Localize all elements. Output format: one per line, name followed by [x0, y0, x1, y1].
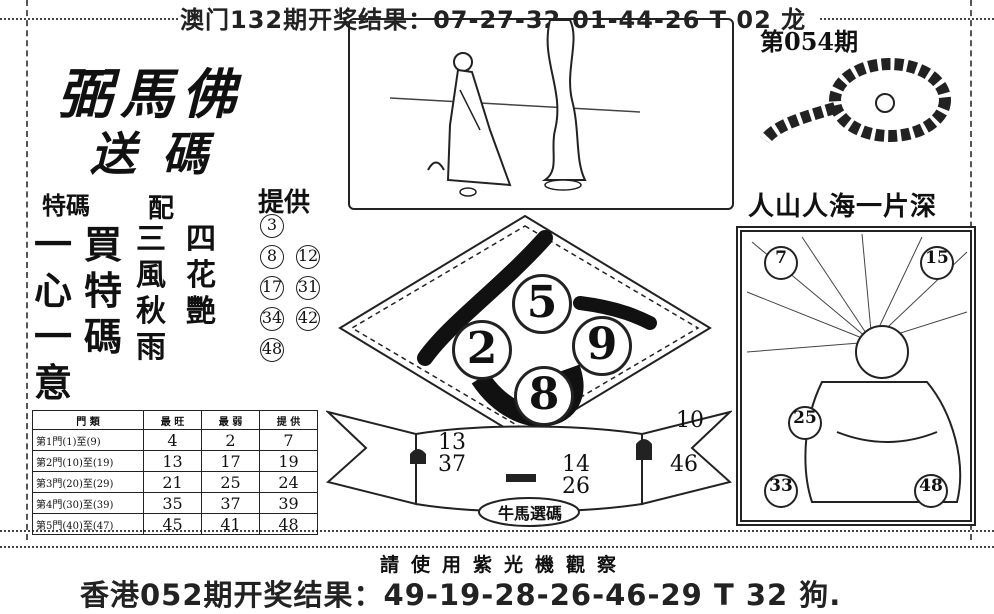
provide-number-ball: 12 [296, 245, 320, 269]
phrase-char: 四 [186, 222, 216, 257]
table-header: 提 供 [259, 410, 318, 430]
table-header: 門 類 [32, 410, 144, 430]
buddha-number-ball: 7 [764, 246, 798, 280]
lady-illustration-icon [389, 19, 641, 197]
phrase-char: 艷 [186, 294, 216, 329]
cell-cold: 41 [201, 513, 260, 535]
row-label: 第3門(20)至(29) [32, 471, 144, 493]
slogan: 人山人海一片深 [748, 192, 938, 222]
provide-number-ball: 31 [296, 276, 320, 300]
cell-provide: 19 [259, 450, 318, 472]
ribbon-number: 13 [438, 430, 466, 455]
phrase-column-4: 四 花 艷 [186, 222, 222, 330]
ribbon-number: 14 [562, 452, 590, 477]
row-label: 第2門(10)至(19) [32, 450, 144, 472]
ribbon-number: 37 [438, 452, 466, 477]
phrase-char: 三 [136, 222, 166, 257]
ribbon-banner [326, 410, 732, 527]
cell-cold: 17 [201, 450, 260, 472]
lucky-number-ball: 8 [514, 366, 574, 426]
illustration-frame [348, 18, 734, 210]
table-row: 第4門(30)至(39) 35 37 39 [32, 492, 318, 514]
table-row: 第5門(40)至(47) 45 41 48 [32, 513, 318, 535]
provide-number-ball: 3 [260, 214, 284, 238]
buddha-number-ball: 15 [920, 246, 954, 280]
table-row: 第2門(10)至(19) 13 17 19 [32, 450, 318, 472]
issue-number: 第054期 [760, 27, 859, 56]
animal-icon [410, 449, 426, 464]
cell-provide: 24 [259, 471, 318, 493]
cell-cold: 25 [201, 471, 260, 493]
cell-provide: 7 [259, 429, 318, 451]
number-category-table: 門 類 最 旺 最 弱 提 供 第1門(1)至(9) 4 2 7 第2門(10)… [32, 410, 318, 535]
ribbon-number: 26 [562, 474, 590, 499]
phrase-char: 雨 [136, 330, 166, 365]
provide-number-ball: 34 [260, 307, 284, 331]
cell-provide: 48 [259, 513, 318, 535]
phrase-char: 花 [186, 258, 216, 293]
provide-number-ball: 48 [260, 338, 284, 362]
ribbon-number: 46 [670, 452, 698, 477]
ribbon-caption: 牛馬選碼 [498, 504, 563, 523]
cell-hot: 21 [143, 471, 202, 493]
machine-note: 請使用紫光機觀察 [380, 554, 629, 576]
phrase-char: 買 [84, 222, 123, 267]
provide-number-ball: 17 [260, 276, 284, 300]
row-label: 第4門(30)至(39) [32, 492, 144, 514]
phrase-char: 意 [34, 360, 73, 405]
phrase-column-3: 三 風 秋 雨 [136, 222, 172, 366]
brand-subtitle: 送碼 [90, 127, 234, 181]
lucky-number-ball: 2 [452, 320, 512, 380]
phrase-column-1: 一 心 一 意 [34, 222, 78, 406]
provide-title: 提供 [258, 188, 311, 218]
provide-number-ball: 42 [296, 307, 320, 331]
cell-hot: 45 [143, 513, 202, 535]
cell-provide: 39 [259, 492, 318, 514]
table-header: 最 弱 [201, 410, 260, 430]
cell-hot: 35 [143, 492, 202, 514]
cell-cold: 37 [201, 492, 260, 514]
buddha-number-ball: 33 [764, 474, 798, 508]
phrase-char: 秋 [136, 294, 166, 329]
animal-icon [506, 474, 536, 482]
phrase-char: 碼 [84, 314, 123, 359]
buddha-number-ball: 48 [914, 474, 948, 508]
bead-necklace-icon [760, 58, 951, 144]
buddha-number-ball: 25 [788, 406, 822, 440]
table-row: 第3門(20)至(29) 21 25 24 [32, 471, 318, 493]
provide-number-ball: 8 [260, 245, 284, 269]
pei-label: 配 [148, 194, 175, 224]
table-row: 第1門(1)至(9) 4 2 7 [32, 429, 318, 451]
bottom-decorative-border [0, 530, 994, 548]
ribbon-number: 10 [676, 408, 704, 433]
cell-hot: 4 [143, 429, 202, 451]
phrase-char: 一 [34, 314, 73, 359]
phrase-column-2: 買 特 碼 [84, 222, 128, 360]
cell-cold: 2 [201, 429, 260, 451]
phrase-char: 一 [34, 222, 73, 267]
table-header-row: 門 類 最 旺 最 弱 提 供 [32, 410, 318, 430]
phrase-char: 心 [34, 268, 73, 313]
animal-icon [636, 439, 652, 460]
hongkong-result-banner: 香港052期开奖结果：49-19-28-26-46-29 T 32 狗. [80, 578, 842, 612]
cell-hot: 13 [143, 450, 202, 472]
phrase-char: 風 [136, 258, 166, 293]
row-label: 第1門(1)至(9) [32, 429, 144, 451]
phrase-char: 特 [84, 268, 123, 313]
table-header: 最 旺 [143, 410, 202, 430]
lucky-number-ball: 9 [572, 316, 632, 376]
left-decorative-border [0, 0, 28, 540]
tema-label: 特碼 [42, 191, 90, 220]
brand-title: 弼馬佛 [58, 62, 244, 126]
row-label: 第5門(40)至(47) [32, 513, 144, 535]
lucky-number-ball: 5 [512, 274, 572, 334]
